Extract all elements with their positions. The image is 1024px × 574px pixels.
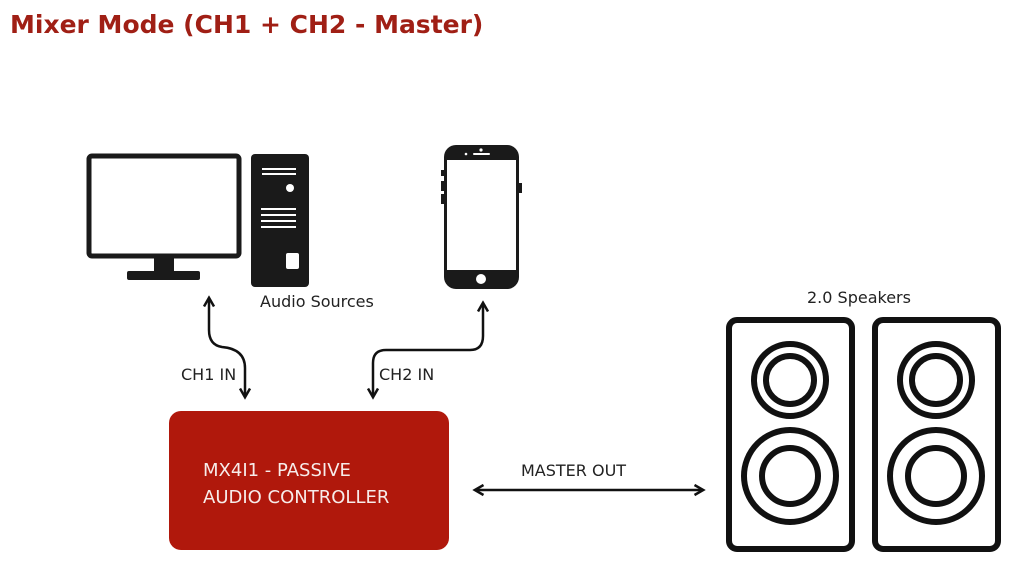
mixer-box: MX4I1 - PASSIVE AUDIO CONTROLLER — [169, 411, 449, 550]
master-out-label: MASTER OUT — [521, 461, 627, 480]
speakers-label: 2.0 Speakers — [807, 288, 911, 307]
smartphone-icon — [441, 145, 522, 289]
ch2-in-arrow — [366, 300, 490, 400]
page-title: Mixer Mode (CH1 + CH2 - Master) — [10, 10, 484, 39]
ch2-in-label: CH2 IN — [379, 365, 435, 384]
speaker-right-icon — [872, 317, 1001, 552]
speaker-left-icon — [726, 317, 855, 552]
monitor-icon — [86, 153, 242, 280]
mixer-label-line2: AUDIO CONTROLLER — [203, 487, 390, 508]
mixer-label: MX4I1 - PASSIVE AUDIO CONTROLLER — [203, 457, 389, 511]
ch1-in-arrow — [202, 295, 252, 400]
pc-tower-icon — [251, 154, 309, 287]
audio-sources-label: Audio Sources — [260, 292, 374, 311]
ch1-in-label: CH1 IN — [181, 365, 237, 384]
mixer-label-line1: MX4I1 - PASSIVE — [203, 460, 351, 481]
